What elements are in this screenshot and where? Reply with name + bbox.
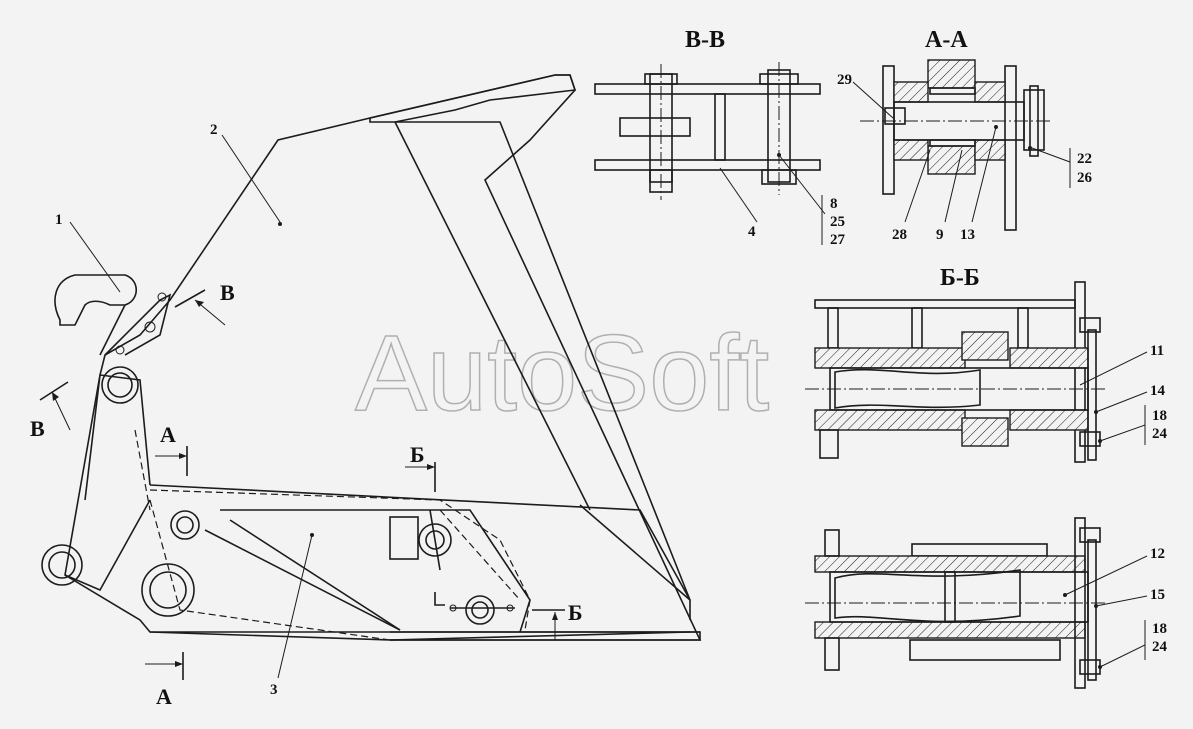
section-mark-v-right [174, 289, 226, 326]
leader-9 [944, 149, 963, 223]
leader-28 [904, 149, 931, 223]
leader-22 [1031, 147, 1071, 163]
leader-11 [1079, 351, 1148, 386]
callout-25: 25 [830, 214, 845, 230]
callout-18b: 18 [1152, 621, 1167, 637]
section-mark-a-bottom [145, 652, 184, 680]
view-bb-lower-drawing [805, 517, 1105, 689]
view-vv-drawing [594, 62, 821, 200]
leader-18b [1099, 644, 1146, 668]
leader-4 [719, 167, 758, 223]
callout-1: 1 [55, 212, 63, 228]
callout-8: 8 [830, 196, 838, 212]
section-label-v-right: В [220, 280, 235, 305]
callout-15: 15 [1150, 587, 1165, 603]
view-title-aa: А-А [925, 27, 968, 53]
view-title-vv: В-В [685, 27, 725, 53]
main-assembly-view [41, 74, 702, 641]
callout-4: 4 [748, 224, 756, 240]
leader-8 [778, 154, 826, 215]
section-label-a-bottom: А [156, 684, 172, 709]
callout-29: 29 [837, 72, 852, 88]
leader-12 [1064, 555, 1148, 596]
section-label-a-top: А [160, 422, 176, 447]
section-mark-b-bottom [532, 609, 565, 640]
callout-3: 3 [270, 682, 278, 698]
section-mark-b-top [405, 462, 436, 492]
callout-24a: 24 [1152, 426, 1168, 442]
callout-28: 28 [892, 227, 907, 243]
callout-18a: 18 [1152, 408, 1167, 424]
leader-2 [221, 134, 281, 223]
callout-2: 2 [210, 122, 218, 138]
view-aa-drawing [860, 59, 1050, 231]
callout-27: 27 [830, 232, 846, 248]
callout-26: 26 [1077, 170, 1093, 186]
watermark: AutoSoft [355, 312, 769, 433]
callout-11: 11 [1150, 343, 1164, 359]
leader-13 [971, 126, 997, 223]
leader-1 [69, 221, 121, 293]
leader-18a [1099, 424, 1146, 442]
callout-9: 9 [936, 227, 944, 243]
leader-15 [1095, 595, 1148, 607]
callout-13: 13 [960, 227, 975, 243]
callout-24b: 24 [1152, 639, 1168, 655]
section-label-v-left: В [30, 416, 45, 441]
section-label-b-bottom: Б [568, 600, 583, 625]
leader-3 [277, 534, 313, 679]
callout-14: 14 [1150, 383, 1166, 399]
leader-14 [1095, 391, 1148, 413]
callout-12: 12 [1150, 546, 1165, 562]
callout-22: 22 [1077, 151, 1092, 167]
section-mark-v-left [39, 381, 71, 431]
leader-29 [852, 81, 894, 119]
view-title-bb: Б-Б [940, 265, 980, 291]
section-mark-a-top [155, 446, 188, 476]
section-label-b-top: Б [410, 442, 425, 467]
view-bb-upper-drawing [805, 281, 1105, 463]
